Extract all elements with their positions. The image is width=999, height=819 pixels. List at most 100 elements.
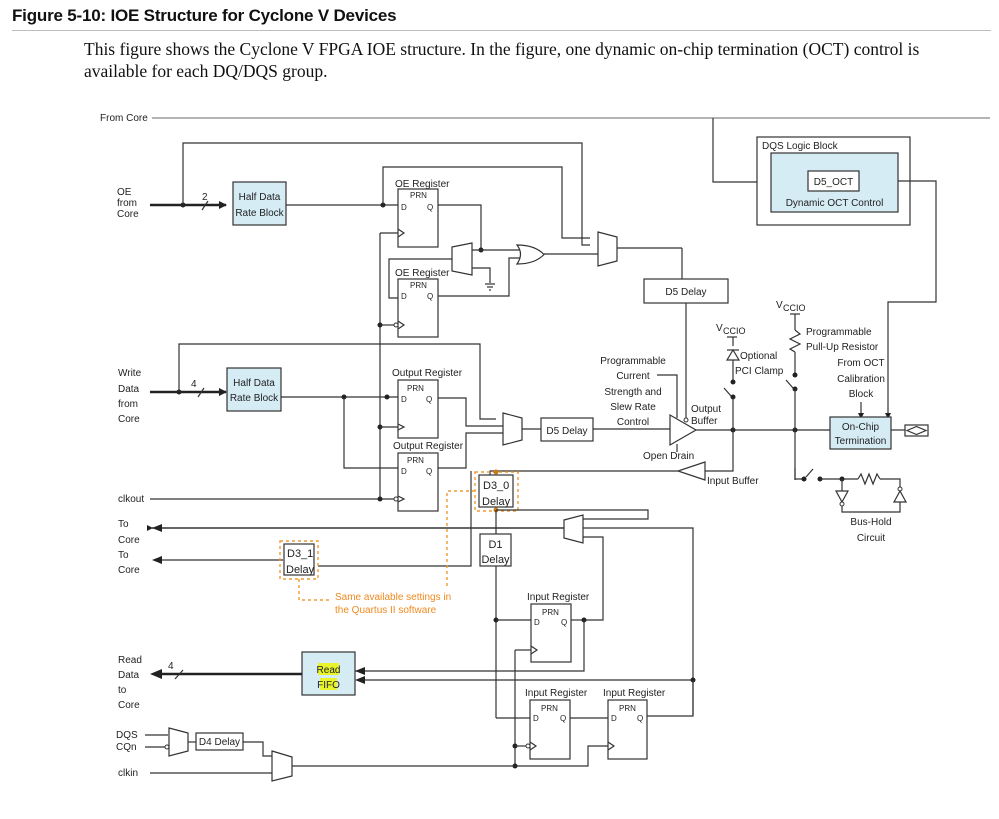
clock-input-icon [607,741,616,751]
q-label: Q [426,467,432,476]
svg-text:Control: Control [617,417,649,428]
dqs-mux [168,727,189,757]
svg-text:Slew Rate: Slew Rate [610,402,656,413]
cqn-label: CQn [116,742,137,753]
fifo-highlight [320,678,337,690]
clock-input-icon [397,495,406,503]
hdr-write-label-1: Half Data [233,378,275,389]
input-reg1-q-wire [583,536,604,621]
svg-text:Pull-Up Resistor: Pull-Up Resistor [806,342,879,353]
d3-0-delay [478,474,514,508]
d3-1-highlight [279,540,319,580]
bus-hold-inverter-1-icon [834,490,850,507]
prn-label: PRN [410,191,427,200]
input-register-1 [530,603,572,663]
prn-label: PRN [410,281,427,290]
current-control-wire [657,374,678,418]
half-data-rate-block-write [226,367,282,412]
svg-text:PCI Clamp: PCI Clamp [735,366,784,377]
oe-output-mux [597,231,618,267]
out-q2-wire [438,432,503,469]
reg1-to-fifo-wire [350,620,585,672]
inverter-bubble [393,496,399,502]
from-oct-calibration-label: From OCT Calibration Block [837,358,885,400]
d3-1-delay [283,543,315,576]
or-gate [515,244,545,265]
svg-text:Core: Core [117,209,139,220]
oe-register-1 [397,188,439,248]
oe-q2-wire [438,257,520,297]
hdr-oe-label-1: Half Data [239,192,281,203]
clkin-label: clkin [118,768,138,779]
svg-text:from: from [118,399,138,410]
output-register-1-label: Output Register [392,368,463,379]
oe-mux-feedback-wire [388,258,452,299]
clock-input-icon [397,228,406,238]
output-register-1 [397,379,439,439]
quartus-note: Same available settings in the Quartus I… [335,592,451,616]
note-leader [298,579,330,601]
svg-text:Output: Output [691,404,721,415]
d-label: D [401,292,407,301]
arrow-icon [355,667,365,675]
clkin-mux [271,750,293,782]
svg-text:Programmable: Programmable [806,327,872,338]
programmable-pullup-label: Programmable Pull-Up Resistor [806,327,879,353]
pci-clamp-diode-icon [725,348,741,361]
clk-to-reg3-wire [515,745,608,767]
svg-text:Current: Current [616,371,650,382]
write-data-label: Write Data from Core [118,368,142,425]
from-core-to-dqs-wire [712,118,758,183]
hdr-oe-label-2: Rate Block [235,208,284,219]
programmable-current-label: Programmable Current Strength and Slew R… [600,356,666,428]
dqs-logic-block-label: DQS Logic Block [762,141,839,152]
output-register-2 [397,452,439,512]
oe-register-2-label: OE Register [395,268,450,279]
q-label: Q [637,714,643,723]
d3-0-label-1: D3_0 [483,480,509,492]
oe-bypass-wire [182,142,590,246]
d3-1-feed-wire [318,471,472,567]
d3-1-label-2: Delay [286,564,315,576]
bus-hold-wire [880,478,901,487]
q-label: Q [560,714,566,723]
oe-mux [451,242,473,276]
junction-dot [384,394,390,400]
bus-hold-resistor-icon [857,472,881,486]
read-bus-width: 4 [168,661,174,672]
q-label: Q [426,395,432,404]
d-label: D [611,714,617,723]
read-bus-slash [174,669,184,680]
to-core-label-2: To Core [118,550,140,576]
q-label: Q [427,292,433,301]
d1-label-1: D1 [488,539,502,551]
svg-text:Calibration: Calibration [837,374,885,385]
input-buffer-label: Input Buffer [707,476,759,487]
oct-label-2: Termination [835,436,887,447]
svg-text:to: to [118,685,127,696]
oe-reg-bypass-wire [382,166,590,239]
svg-text:Block: Block [849,389,874,400]
read-fifo-label-1: Read [317,665,341,676]
svg-text:OE: OE [117,187,132,198]
to-core-label-1: To Core [118,519,140,546]
note-leader [446,490,475,588]
output-register-2-label: Output Register [393,441,464,452]
output-buffer [669,413,698,447]
d1-label-2: Delay [481,554,510,566]
io-pad-icon [904,424,929,437]
svg-text:Read: Read [118,655,142,666]
bus-hold-wire [794,468,803,480]
input-register-2-label: Input Register [525,688,588,699]
q-label: Q [427,203,433,212]
svg-text:To: To [118,550,129,561]
d5-oct-label: D5_OCT [814,177,853,188]
read-fifo-label-2: FIFO [317,680,340,691]
figure-caption: This figure shows the Cyclone V FPGA IOE… [84,39,920,81]
svg-text:Core: Core [118,700,140,711]
svg-text:Circuit: Circuit [857,533,886,544]
junction-dot [801,476,807,482]
svg-text:To: To [118,519,129,530]
svg-text:Core: Core [118,535,140,546]
